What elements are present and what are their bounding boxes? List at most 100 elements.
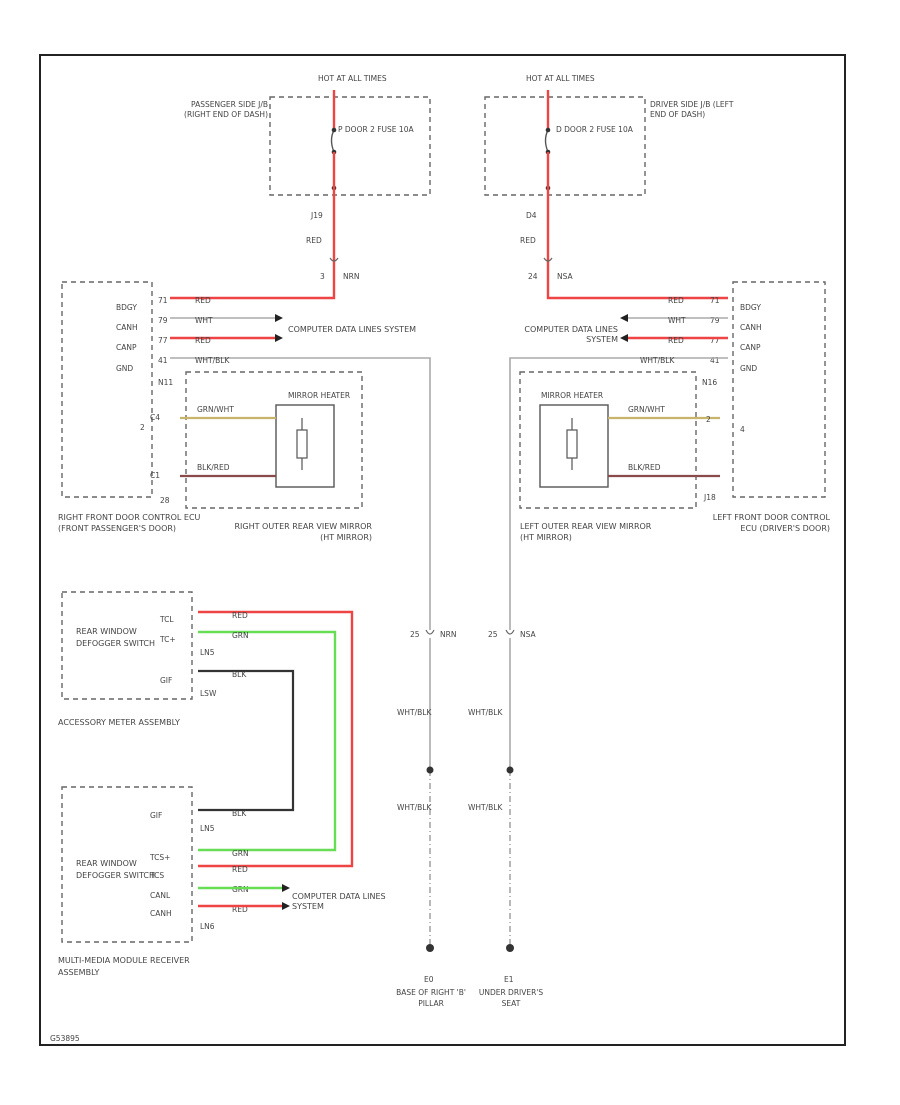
defog-pin-4: LSW bbox=[200, 689, 217, 698]
right-mirror-resistor bbox=[296, 429, 308, 459]
fuse-left-connector: D4 bbox=[526, 211, 537, 220]
right-mirror-wire-bot-label: BLK/RED bbox=[197, 463, 230, 472]
ground-left-terminal bbox=[506, 944, 514, 952]
left-mirror-pin-0: N16 bbox=[702, 378, 717, 387]
ground-right-terminal bbox=[426, 944, 434, 952]
left-ecu-pin-0: BDGY bbox=[740, 303, 761, 312]
left-mirror-pin-2: 4 bbox=[740, 425, 745, 434]
right-ecu-pinnum-3: 41 bbox=[158, 356, 168, 365]
media-pin-3: TCS bbox=[149, 871, 164, 880]
right-ecu-box bbox=[61, 281, 153, 498]
right-mirror-heater-box bbox=[275, 404, 335, 488]
driver-jb-box bbox=[484, 96, 646, 196]
ground-right-id: E0 bbox=[424, 975, 434, 984]
fuse-left-pin-code: NSA bbox=[557, 272, 574, 281]
right-ecu-pin-1: CANH bbox=[116, 323, 138, 332]
ground-left-junction bbox=[506, 766, 514, 774]
right-mirror-pin-4: 28 bbox=[160, 496, 170, 505]
defog-blk-wire bbox=[198, 669, 295, 812]
defog-assembly: ACCESSORY METER ASSEMBLY bbox=[58, 718, 180, 727]
left-mirror-heater-box bbox=[539, 404, 609, 488]
right-ecu-name: RIGHT FRONT DOOR CONTROL ECU (FRONT PASS… bbox=[58, 513, 201, 533]
fuse-right-location: PASSENGER SIDE J/B (RIGHT END OF DASH) bbox=[184, 100, 268, 119]
right-mirror-pin-2: 2 bbox=[140, 423, 145, 432]
fuse-left-location: DRIVER SIDE J/B (LEFT END OF DASH) bbox=[650, 100, 734, 119]
ground-left-location-fo: UNDER DRIVER'S SEAT bbox=[478, 988, 544, 1008]
left-ecu-pinnum-3: 41 bbox=[710, 356, 720, 365]
left-ecu-canp-arrow bbox=[620, 334, 628, 342]
right-mirror-heater-label: MIRROR HEATER bbox=[288, 391, 350, 400]
figure-id: G53895 bbox=[50, 1034, 80, 1043]
right-ecu-pinnum-0: 71 bbox=[158, 296, 168, 305]
left-mirror-name: LEFT OUTER REAR VIEW MIRROR (HT MIRROR) bbox=[520, 522, 652, 542]
fuse-right-fuse-label: P DOOR 2 FUSE 10A bbox=[338, 125, 414, 134]
ground-right-location: BASE OF RIGHT 'B' PILLAR bbox=[396, 988, 466, 1008]
left-mirror-resistor bbox=[566, 429, 578, 459]
left-ecu-box bbox=[732, 281, 826, 498]
left-ecu-pinnum-2: 77 bbox=[710, 336, 720, 345]
fuse-left-connector-mark bbox=[543, 257, 553, 262]
fuse-left-fuse-fo: D DOOR 2 FUSE 10A bbox=[556, 125, 633, 134]
fuse-left-element bbox=[544, 129, 549, 153]
left-can-label-fo: COMPUTER DATA LINES SYSTEM bbox=[524, 325, 618, 344]
defog-pin-1: TC+ bbox=[159, 635, 176, 644]
left-ecu-name-fo: LEFT FRONT DOOR CONTROL ECU (DRIVER'S DO… bbox=[713, 513, 830, 533]
right-ecu-wire-3: WHT/BLK bbox=[195, 356, 230, 365]
ground-left-code: NSA bbox=[520, 630, 537, 639]
ground-right-junction bbox=[426, 766, 434, 774]
media-wire-2: RED bbox=[232, 865, 248, 874]
left-ecu-pinnum-0: 71 bbox=[710, 296, 720, 305]
fuse-right-location-fo: PASSENGER SIDE J/B (RIGHT END OF DASH) bbox=[184, 100, 268, 119]
fuse-right-pin-code: NRN bbox=[343, 272, 359, 281]
right-mirror-pin-1: C4 bbox=[150, 413, 160, 422]
media-can-label: COMPUTER DATA LINES SYSTEM bbox=[292, 892, 386, 911]
left-ecu-pin-labels: BDGY CANH CANP GND bbox=[740, 303, 762, 373]
defog-pin-3: GIF bbox=[160, 676, 172, 685]
defog-wire-1: GRN bbox=[232, 631, 249, 640]
right-ecu-wire-0: RED bbox=[195, 296, 211, 305]
ground-left-splice: 25 bbox=[488, 630, 498, 639]
left-ecu-canh-arrow bbox=[620, 314, 628, 322]
right-ecu-wire-2: RED bbox=[195, 336, 211, 345]
ground-left-id: E1 bbox=[504, 975, 514, 984]
media-pin-5: CANH bbox=[150, 909, 172, 918]
left-mirror-pin-3: J18 bbox=[703, 493, 716, 502]
fuse-right-connector: J19 bbox=[310, 211, 323, 220]
media-assembly: MULTI-MEDIA MODULE RECEIVER ASSEMBLY bbox=[58, 956, 190, 977]
ground-right-splice: 25 bbox=[410, 630, 420, 639]
defog-wire-2: BLK bbox=[232, 670, 247, 679]
fuse-left-location-fo: DRIVER SIDE J/B (LEFT END OF DASH) bbox=[650, 100, 734, 119]
left-ecu-pinnum-1: 79 bbox=[710, 316, 720, 325]
left-mirror-wire-bot-label: BLK/RED bbox=[628, 463, 661, 472]
fuse-left-node-top bbox=[545, 127, 551, 133]
defog-switch-label-fo: REAR WINDOW DEFOGGER SWITCH bbox=[76, 627, 155, 648]
media-label: REAR WINDOW DEFOGGER SWITCH bbox=[76, 859, 156, 880]
media-canh-arrow bbox=[282, 902, 290, 910]
fuse-left-fuse-label: D DOOR 2 FUSE 10A bbox=[556, 125, 633, 134]
left-ecu-ground-wire bbox=[509, 357, 728, 630]
fuse-left-heading: HOT AT ALL TIMES bbox=[526, 74, 595, 83]
ground-left-wire-label-1: WHT/BLK bbox=[468, 708, 503, 717]
right-ecu-name-fo: RIGHT FRONT DOOR CONTROL ECU (FRONT PASS… bbox=[58, 513, 201, 533]
right-ecu-pinnum-2: 77 bbox=[158, 336, 168, 345]
media-canl-arrow bbox=[282, 884, 290, 892]
right-ecu-power-wire bbox=[170, 152, 336, 300]
right-mirror-box bbox=[185, 371, 363, 509]
right-mirror-pin-3: C1 bbox=[150, 471, 160, 480]
left-ecu-wire-0: RED bbox=[668, 296, 684, 305]
defog-red-wire bbox=[198, 610, 354, 868]
right-ecu-pin-2: CANP bbox=[116, 343, 137, 352]
ground-left-location: UNDER DRIVER'S SEAT bbox=[478, 988, 544, 1008]
media-wire-1: GRN bbox=[232, 849, 249, 858]
defog-pin-0: TCL bbox=[159, 615, 174, 624]
left-mirror-pin-1: 2 bbox=[706, 415, 711, 424]
media-pin-6: LN6 bbox=[200, 922, 215, 931]
ground-right-wire-label-1: WHT/BLK bbox=[397, 708, 432, 717]
right-ecu-pin-0: BDGY bbox=[116, 303, 137, 312]
left-mirror-heater-label: MIRROR HEATER bbox=[541, 391, 603, 400]
media-pin-1: LN5 bbox=[200, 824, 215, 833]
defog-assembly-fo: ACCESSORY METER ASSEMBLY bbox=[58, 718, 180, 727]
fuse-right-heading: HOT AT ALL TIMES bbox=[318, 74, 387, 83]
left-ecu-pin-nums: 71 79 77 41 bbox=[710, 296, 720, 365]
